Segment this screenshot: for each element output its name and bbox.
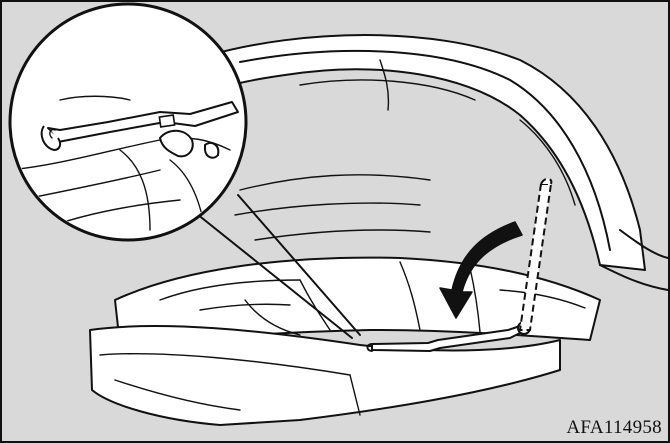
figure-code: AFA114958 xyxy=(564,417,664,439)
magnifier-callout-icon xyxy=(10,4,246,240)
